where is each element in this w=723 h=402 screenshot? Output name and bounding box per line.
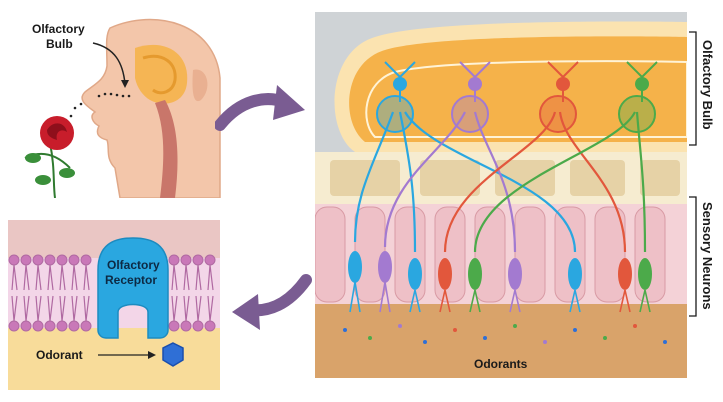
glomerulus-purple <box>451 95 489 133</box>
olfactory-dots <box>69 92 131 118</box>
odorants-label: Odorants <box>474 357 528 371</box>
olfactory-tissue-illustration <box>315 12 687 378</box>
odorant-label: Odorant <box>36 348 83 362</box>
glomerulus-blue <box>376 95 414 133</box>
membrane-illustration <box>8 220 220 390</box>
olfactory-receptor-shape <box>97 237 169 339</box>
odorant-hexagon-icon <box>162 342 184 367</box>
receptor-label-line1: Olfactory <box>107 258 160 272</box>
arrow-to-tissue-icon <box>215 85 305 131</box>
lipid-bilayer <box>8 254 216 332</box>
head-illustration <box>24 18 221 198</box>
odorant-particles <box>343 324 667 344</box>
glomerulus-green <box>618 95 656 133</box>
glomerulus-red <box>539 95 577 133</box>
olfactory-bulb-label-line2: Bulb <box>46 37 73 51</box>
olfactory-bulb-side-label: Olfactory Bulb <box>700 40 715 130</box>
sensory-neurons-side-label: Sensory Neurons <box>700 202 715 310</box>
side-brackets <box>689 31 697 317</box>
olfactory-bulb-label-line1: Olfactory <box>32 22 85 36</box>
rose-icon <box>24 116 75 198</box>
receptor-label-line2: Receptor <box>105 273 158 287</box>
arrow-to-membrane-icon <box>232 274 312 330</box>
